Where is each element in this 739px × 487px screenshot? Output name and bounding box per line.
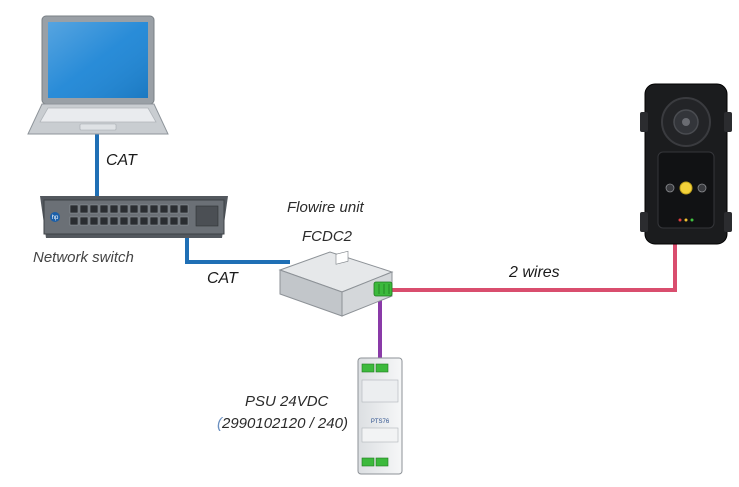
switch-port [129,204,139,214]
switch-port [109,216,119,226]
two-wires-label: 2 wires [509,264,560,281]
switch-port [179,204,189,214]
intercom-device-icon [640,83,732,245]
fcdc-model-label: FCDC2 [302,228,353,245]
switch-port [99,216,109,226]
switch-port [119,216,129,226]
switch-port [69,216,79,226]
switch-port [159,204,169,214]
switch-port [69,204,79,214]
switch-port [89,216,99,226]
network-switch-label: Network switch [33,249,134,266]
switch-ports [69,204,189,226]
psu-model-text: PTS76 [371,419,390,425]
switch-port [129,216,139,226]
psu-label: PSU 24VDC [245,393,329,410]
switch-port [99,204,109,214]
switch-brand: hp [52,215,59,221]
hp-logo-icon [50,212,60,222]
psu-model-number: 2990102120 / 240) [222,415,348,432]
flowire-unit-label: Flowire unit [287,199,364,216]
terminal-block-icon [373,281,393,297]
psu-model-open-paren: ( [217,415,222,432]
switch-port [169,204,179,214]
switch-port [149,204,159,214]
switch-port [79,216,89,226]
switch-port [119,204,129,214]
switch-port [159,216,169,226]
switch-port [89,204,99,214]
switch-port [169,216,179,226]
call-button-icon [679,181,693,195]
flowire-unit-icon [278,250,394,317]
switch-port [139,204,149,214]
switch-port [79,204,89,214]
network-switch-icon: hp [40,196,228,238]
psu-model-label: (2990102120 / 240) [217,415,348,432]
psu-icon: PTS76 [357,357,403,475]
switch-port [149,216,159,226]
two-wire-cable [390,242,677,292]
switch-port [179,216,189,226]
switch-port [109,204,119,214]
switch-port [139,216,149,226]
laptop-icon [27,15,169,135]
cat-label-laptop: CAT [106,152,137,169]
cat-label-switch: CAT [207,270,238,287]
